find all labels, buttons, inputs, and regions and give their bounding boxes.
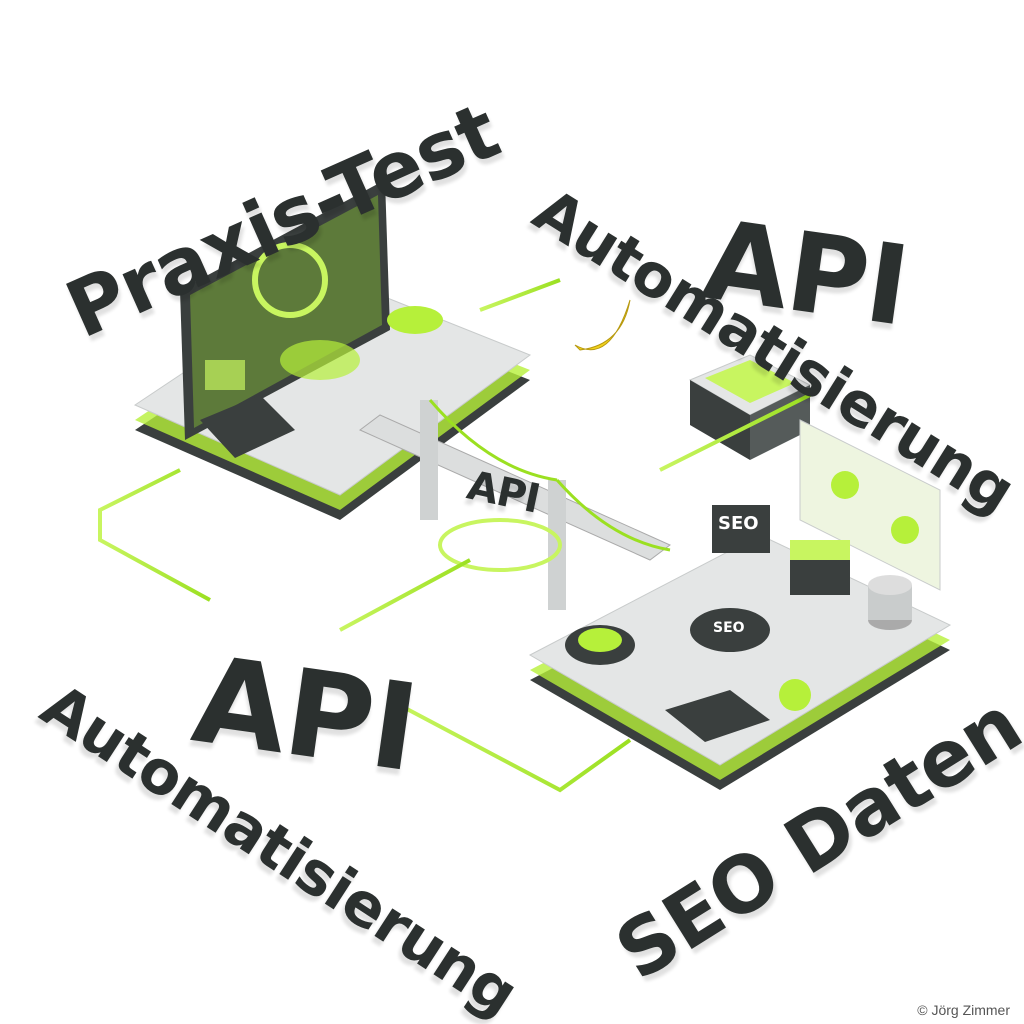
server-box [688,354,812,460]
api-bridge [359,399,671,610]
dashboard-panel [799,419,941,591]
banana [574,299,631,351]
credit: © Jörg Zimmer [917,1002,1010,1018]
seo-platform [528,505,952,790]
seo-sign: SEO [718,513,759,534]
cables [98,278,811,793]
praxis-test-platform [133,180,532,520]
seo-button: SEO [713,620,745,636]
